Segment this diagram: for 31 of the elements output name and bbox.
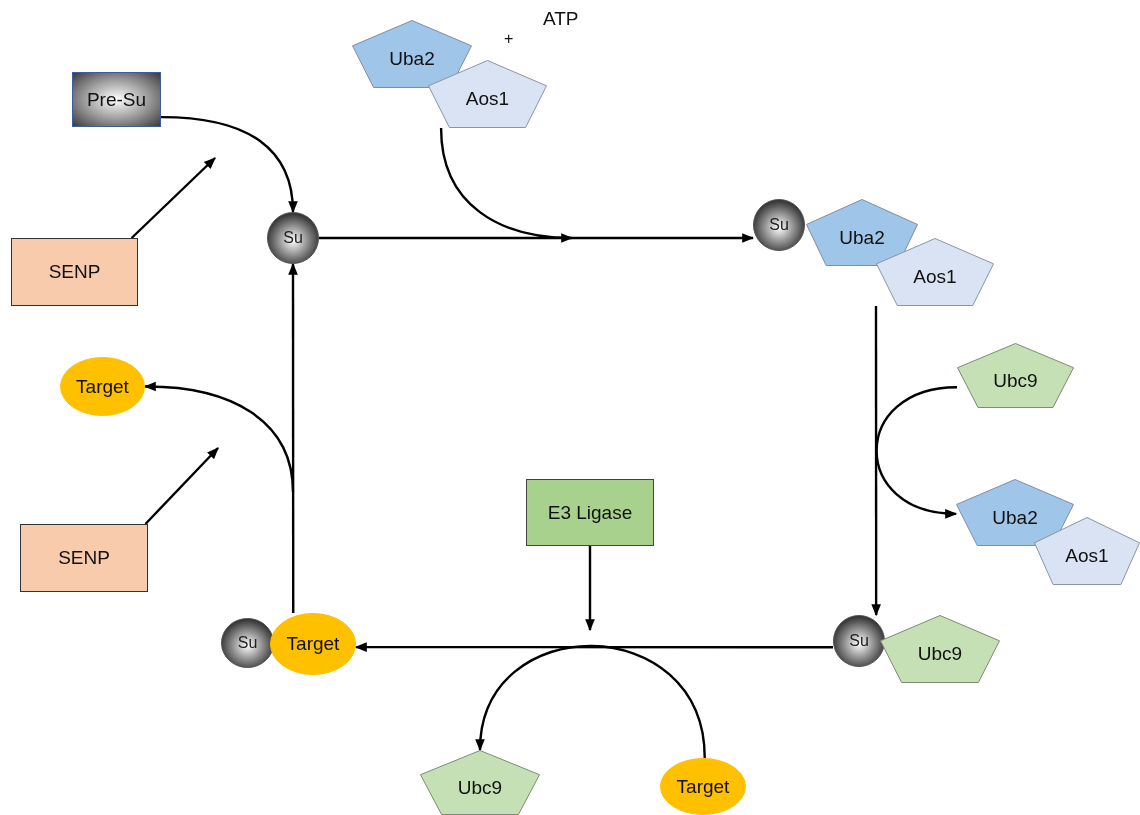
arrow <box>476 644 706 759</box>
enzyme-box: SENP <box>20 524 148 592</box>
arrow <box>354 642 833 652</box>
target-ellipse: Target <box>270 613 356 675</box>
protein-circle: Su <box>267 212 319 264</box>
arrow <box>439 127 574 243</box>
arrow <box>144 447 219 525</box>
protein-circle: Su <box>753 199 805 251</box>
arrow <box>130 157 216 239</box>
protein-pentagon: Uba2 <box>352 20 472 88</box>
protein-pentagon: Ubc9 <box>957 343 1074 408</box>
arrow <box>288 262 298 613</box>
arrow <box>871 306 881 617</box>
annotation-text: + <box>504 30 514 48</box>
protein-pentagon: Ubc9 <box>420 750 540 815</box>
protein-pentagon: Ubc9 <box>880 615 1000 683</box>
enzyme-box: SENP <box>11 238 138 306</box>
arrow <box>143 382 295 493</box>
annotation-text: ATP <box>543 8 579 30</box>
arrow <box>585 546 595 632</box>
target-ellipse: Target <box>660 758 746 815</box>
enzyme-box: E3 Ligase <box>526 479 654 546</box>
protein-circle: Su <box>833 615 885 667</box>
arrow <box>160 115 298 214</box>
target-ellipse: Target <box>60 357 145 416</box>
protein-pentagon: Uba2 <box>956 479 1074 546</box>
arrow <box>875 386 958 518</box>
protein-pentagon: Uba2 <box>806 199 918 266</box>
precursor-box: Pre-Su <box>72 72 161 127</box>
arrow <box>319 233 755 243</box>
protein-circle: Su <box>221 618 274 668</box>
